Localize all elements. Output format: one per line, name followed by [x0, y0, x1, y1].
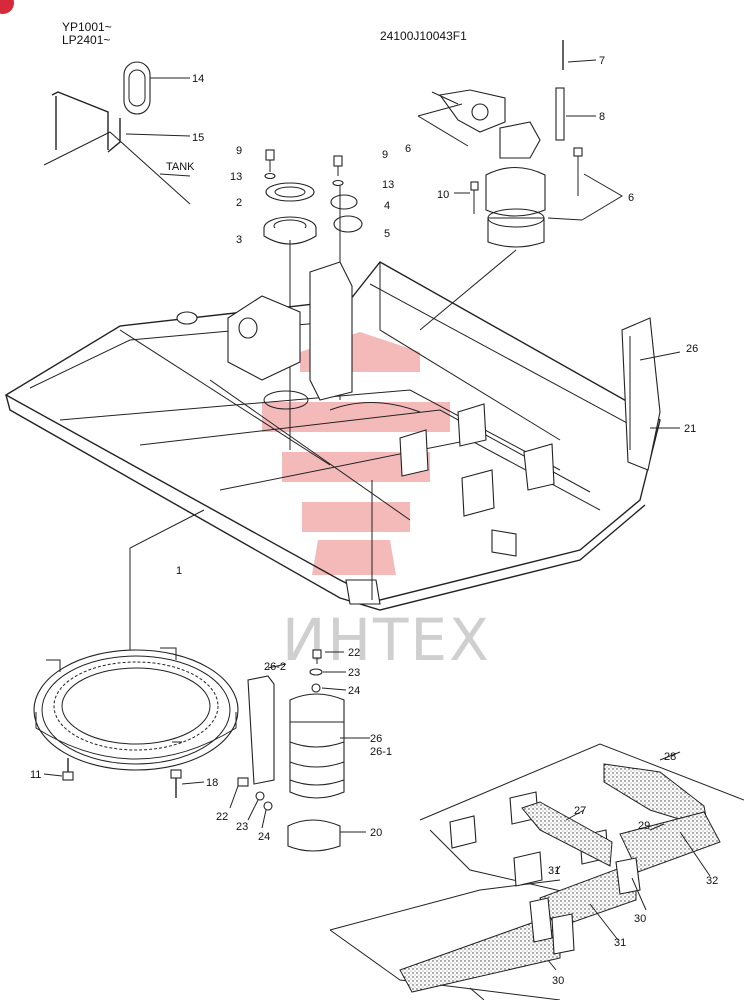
- swivel-joint-assembly: [417, 40, 623, 331]
- tank-label: TANK: [166, 161, 195, 173]
- callout-9-right: 9: [382, 149, 388, 161]
- counterweight-assembly: [229, 649, 370, 852]
- callout-26-1: 26-1: [370, 746, 392, 758]
- callout-4: 4: [384, 200, 390, 212]
- callout-14: 14: [192, 73, 204, 85]
- callout-6-left: 6: [405, 143, 411, 155]
- callout-13-right: 13: [382, 179, 394, 191]
- callout-20: 20: [370, 827, 382, 839]
- callout-23-bottom: 23: [236, 821, 248, 833]
- serial-range-yp: YP1001~: [62, 20, 112, 34]
- callout-21: 21: [684, 423, 696, 435]
- corner-badge: [0, 0, 14, 14]
- drawing-number: 24100J10043F1: [380, 29, 467, 43]
- callout-6-right: 6: [628, 192, 634, 204]
- callout-5: 5: [384, 228, 390, 240]
- callout-9-left: 9: [236, 145, 242, 157]
- callout-3: 3: [236, 234, 242, 246]
- callout-15: 15: [192, 132, 204, 144]
- swing-bearing: [33, 647, 239, 798]
- callout-31-bottom: 31: [614, 937, 626, 949]
- callout-18: 18: [206, 777, 218, 789]
- callout-1: 1: [176, 565, 182, 577]
- callout-7: 7: [599, 55, 605, 67]
- upper-frame: [4, 261, 681, 700]
- callout-13-left: 13: [230, 171, 242, 183]
- callout-26-mid: 26: [370, 733, 382, 745]
- watermark-text: ИНТЕХ: [282, 606, 491, 674]
- callout-26-2: 26-2: [264, 661, 286, 673]
- callout-24-bottom: 24: [258, 831, 270, 843]
- callout-28: 28: [664, 751, 676, 763]
- callout-30-bottom: 30: [552, 975, 564, 987]
- serial-range-lp: LP2401~: [62, 33, 110, 47]
- callout-22-bottom: 22: [216, 811, 228, 823]
- callout-29: 29: [638, 820, 650, 832]
- callout-30-right: 30: [634, 913, 646, 925]
- callout-22-top: 22: [348, 647, 360, 659]
- callout-2: 2: [236, 197, 242, 209]
- callout-8: 8: [599, 111, 605, 123]
- tank-inset: [43, 61, 191, 205]
- callout-11: 11: [30, 769, 41, 781]
- callout-31-top: 31: [548, 865, 560, 877]
- callout-27: 27: [574, 805, 586, 817]
- counterweight-foam-inset: [329, 743, 744, 1000]
- callout-26-top: 26: [686, 343, 698, 355]
- callout-32: 32: [706, 875, 718, 887]
- callout-10: 10: [437, 189, 449, 201]
- callout-23-top: 23: [348, 667, 360, 679]
- callout-24-top: 24: [348, 685, 360, 697]
